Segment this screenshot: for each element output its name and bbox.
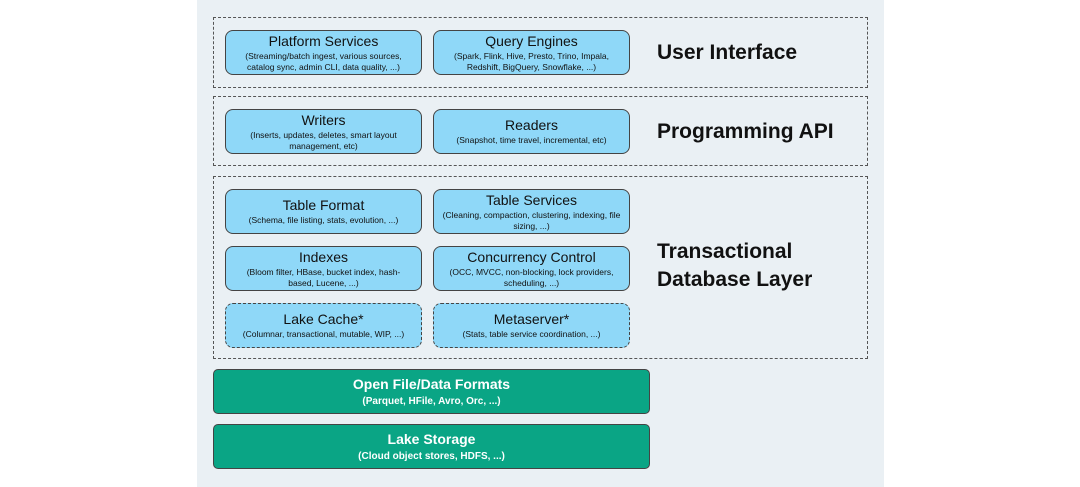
table-services-subtitle: (Cleaning, compaction, clustering, index… [442, 209, 621, 231]
concurrency-control-title: Concurrency Control [467, 248, 596, 265]
metaserver-box: Metaserver* (Stats, table service coordi… [433, 303, 630, 348]
platform-services-box: Platform Services (Streaming/batch inges… [225, 30, 422, 75]
table-format-title: Table Format [282, 197, 365, 213]
platform-services-subtitle: (Streaming/batch ingest, various sources… [245, 50, 402, 72]
lake-storage-subtitle: (Cloud object stores, HDFS, ...) [358, 450, 505, 462]
lake-storage-box: Lake Storage (Cloud object stores, HDFS,… [213, 424, 650, 469]
lake-cache-title: Lake Cache* [283, 311, 364, 327]
query-engines-subtitle: (Spark, Flink, Hive, Presto, Trino, Impa… [454, 50, 609, 72]
readers-title: Readers [505, 117, 558, 133]
transactional-database-label: Transactional Database Layer [657, 240, 813, 291]
table-services-title: Table Services [485, 191, 578, 208]
transactional-database-layer [213, 176, 868, 359]
indexes-title: Indexes [298, 248, 349, 265]
lake-cache-subtitle: (Columnar, transactional, mutable, WIP, … [242, 329, 405, 339]
table-services-box: Table Services (Cleaning, compaction, cl… [433, 189, 630, 234]
indexes-box: Indexes (Bloom filter, HBase, bucket ind… [225, 246, 422, 291]
architecture-diagram: Platform Services (Streaming/batch inges… [197, 0, 884, 487]
readers-subtitle: (Snapshot, time travel, incremental, etc… [456, 135, 607, 145]
metaserver-subtitle: (Stats, table service coordination, ...) [462, 329, 601, 339]
user-interface-layer [213, 17, 868, 88]
table-format-subtitle: (Schema, file listing, stats, evolution,… [248, 215, 399, 225]
platform-services-title: Platform Services [268, 32, 379, 49]
writers-title: Writers [301, 111, 346, 128]
table-format-box: Table Format (Schema, file listing, stat… [225, 189, 422, 234]
query-engines-title: Query Engines [485, 32, 578, 49]
programming-api-layer [213, 96, 868, 166]
programming-api-label: Programming API [657, 120, 834, 143]
writers-box: Writers (Inserts, updates, deletes, smar… [225, 109, 422, 154]
concurrency-control-box: Concurrency Control (OCC, MVCC, non-bloc… [433, 246, 630, 291]
open-formats-title: Open File/Data Formats [352, 375, 511, 392]
readers-box: Readers (Snapshot, time travel, incremen… [433, 109, 630, 154]
user-interface-label: User Interface [657, 41, 798, 64]
open-formats-box: Open File/Data Formats (Parquet, HFile, … [213, 369, 650, 414]
writers-subtitle: (Inserts, updates, deletes, smart layout… [250, 129, 397, 151]
indexes-subtitle: (Bloom filter, HBase, bucket index, hash… [246, 266, 401, 288]
query-engines-box: Query Engines (Spark, Flink, Hive, Prest… [433, 30, 630, 75]
lake-storage-title: Lake Storage [387, 430, 476, 447]
lake-cache-box: Lake Cache* (Columnar, transactional, mu… [225, 303, 422, 348]
concurrency-control-subtitle: (OCC, MVCC, non-blocking, lock providers… [449, 266, 614, 288]
metaserver-title: Metaserver* [493, 311, 570, 327]
open-formats-subtitle: (Parquet, HFile, Avro, Orc, ...) [362, 395, 501, 407]
